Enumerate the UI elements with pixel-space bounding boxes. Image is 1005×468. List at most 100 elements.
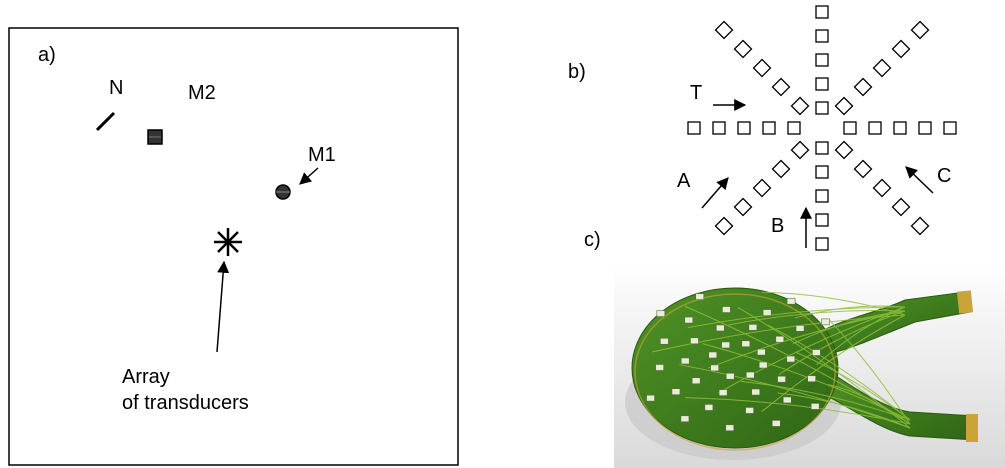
pcb-pad: [812, 349, 821, 356]
pcb-pad: [721, 341, 730, 349]
transducer-square: [815, 141, 829, 155]
transducer-diamond: [910, 20, 930, 40]
array-label-line1: Array: [122, 366, 170, 388]
transducer-diamond: [872, 58, 892, 78]
pcb-trace: [652, 314, 906, 353]
pcb-trace: [741, 380, 911, 421]
pcb-pad: [786, 297, 796, 305]
arrow-a-label: A: [677, 170, 691, 192]
transducer-diamond: [790, 140, 810, 160]
transducer-diamond: [891, 39, 911, 59]
transducer-square: [687, 121, 701, 135]
transducer-diamond: [910, 216, 930, 236]
transducer-square: [815, 189, 829, 203]
pcb-pad: [680, 415, 690, 423]
pcb-pad: [786, 355, 796, 363]
pcb-pad: [758, 361, 768, 369]
pcb-trace: [795, 351, 911, 421]
pcb-trace: [737, 306, 911, 429]
panel-c-label: c): [584, 229, 601, 251]
transducer-diamond: [853, 159, 873, 179]
pcb-pad: [745, 407, 754, 414]
pcb-pad: [646, 394, 655, 402]
array-label-line2: of transducers: [122, 392, 249, 414]
arrow-b-label: B: [771, 215, 784, 237]
transducer-square: [787, 121, 801, 135]
transducer-square: [815, 165, 829, 179]
panel-b: b) T A B C: [568, 5, 957, 251]
transducer-square: [893, 121, 907, 135]
marker-n-line: [95, 111, 116, 132]
transducer-array-arrow: [216, 260, 230, 353]
pcb-trace: [761, 314, 906, 413]
pcb-pad: [704, 404, 714, 411]
pcb-pad: [708, 351, 718, 359]
pcb-pad: [757, 348, 766, 356]
pcb-trace: [685, 305, 911, 425]
transducer-diamond: [752, 178, 772, 198]
transducer-square: [918, 121, 932, 135]
transducer-array-star-icon: [214, 228, 242, 256]
transducer-layout: [687, 5, 957, 251]
pcb-pad: [807, 375, 816, 383]
transducer-diamond: [834, 140, 854, 160]
transducer-diamond: [853, 77, 873, 97]
pcb-pad: [680, 357, 690, 365]
transducer-square: [712, 121, 726, 135]
transducer-square: [815, 29, 829, 43]
pcb-trace: [708, 310, 906, 369]
pcb-pad: [775, 335, 785, 343]
pcb-pad: [691, 377, 701, 385]
transducer-square: [815, 213, 829, 227]
panel-a-label: a): [38, 44, 56, 66]
transducer-diamond: [891, 197, 911, 217]
transducer-square: [843, 121, 857, 135]
marker-m2-square: [147, 129, 163, 145]
pcb-pad: [718, 389, 728, 396]
arrow-c: [905, 166, 934, 194]
pcb-pad: [656, 310, 666, 317]
transducer-diamond: [771, 77, 791, 97]
panel-a: a) N M2 M1 Array of transducers: [8, 27, 459, 466]
arrow-c-label: C: [937, 165, 951, 187]
pcb-pad: [671, 388, 681, 396]
transducer-square: [815, 101, 829, 115]
pcb-pad: [795, 324, 805, 332]
pcb-pad: [821, 318, 830, 326]
transducer-square: [815, 53, 829, 67]
pcb-pad: [715, 324, 725, 332]
transducer-diamond: [771, 159, 791, 179]
pcb-pad: [655, 364, 664, 371]
pcb-trace: [761, 291, 906, 316]
marker-m1-arrow: [299, 167, 319, 185]
pcb-trace: [793, 310, 906, 345]
pcb-pad: [777, 375, 786, 383]
arrow-a: [701, 177, 729, 209]
transducer-square: [815, 5, 829, 19]
pcb-pad: [684, 316, 694, 324]
transducer-diamond: [752, 58, 772, 78]
marker-n-label: N: [109, 77, 123, 99]
transducer-square: [868, 121, 882, 135]
transducer-diamond: [872, 178, 892, 198]
marker-m2-label: M2: [188, 82, 216, 104]
pcb-trace: [679, 364, 911, 429]
panel-c: c): [584, 229, 1005, 468]
panel-b-label: b): [568, 61, 586, 83]
pcb-pad: [710, 364, 719, 372]
pcb-pad: [748, 324, 758, 331]
transducer-square: [815, 77, 829, 91]
pcb-pad: [746, 371, 755, 379]
pcb-pad: [782, 396, 792, 404]
pcb-pad: [660, 337, 669, 345]
transducer-diamond: [790, 96, 810, 116]
pcb-pad: [741, 340, 751, 348]
transducer-diamond: [714, 20, 734, 40]
transducer-square: [762, 121, 776, 135]
pcb-pad: [725, 372, 735, 380]
transducer-diamond: [733, 197, 753, 217]
pcb-pad: [771, 420, 781, 427]
transducer-diamond: [733, 39, 753, 59]
transducer-square: [815, 237, 829, 251]
